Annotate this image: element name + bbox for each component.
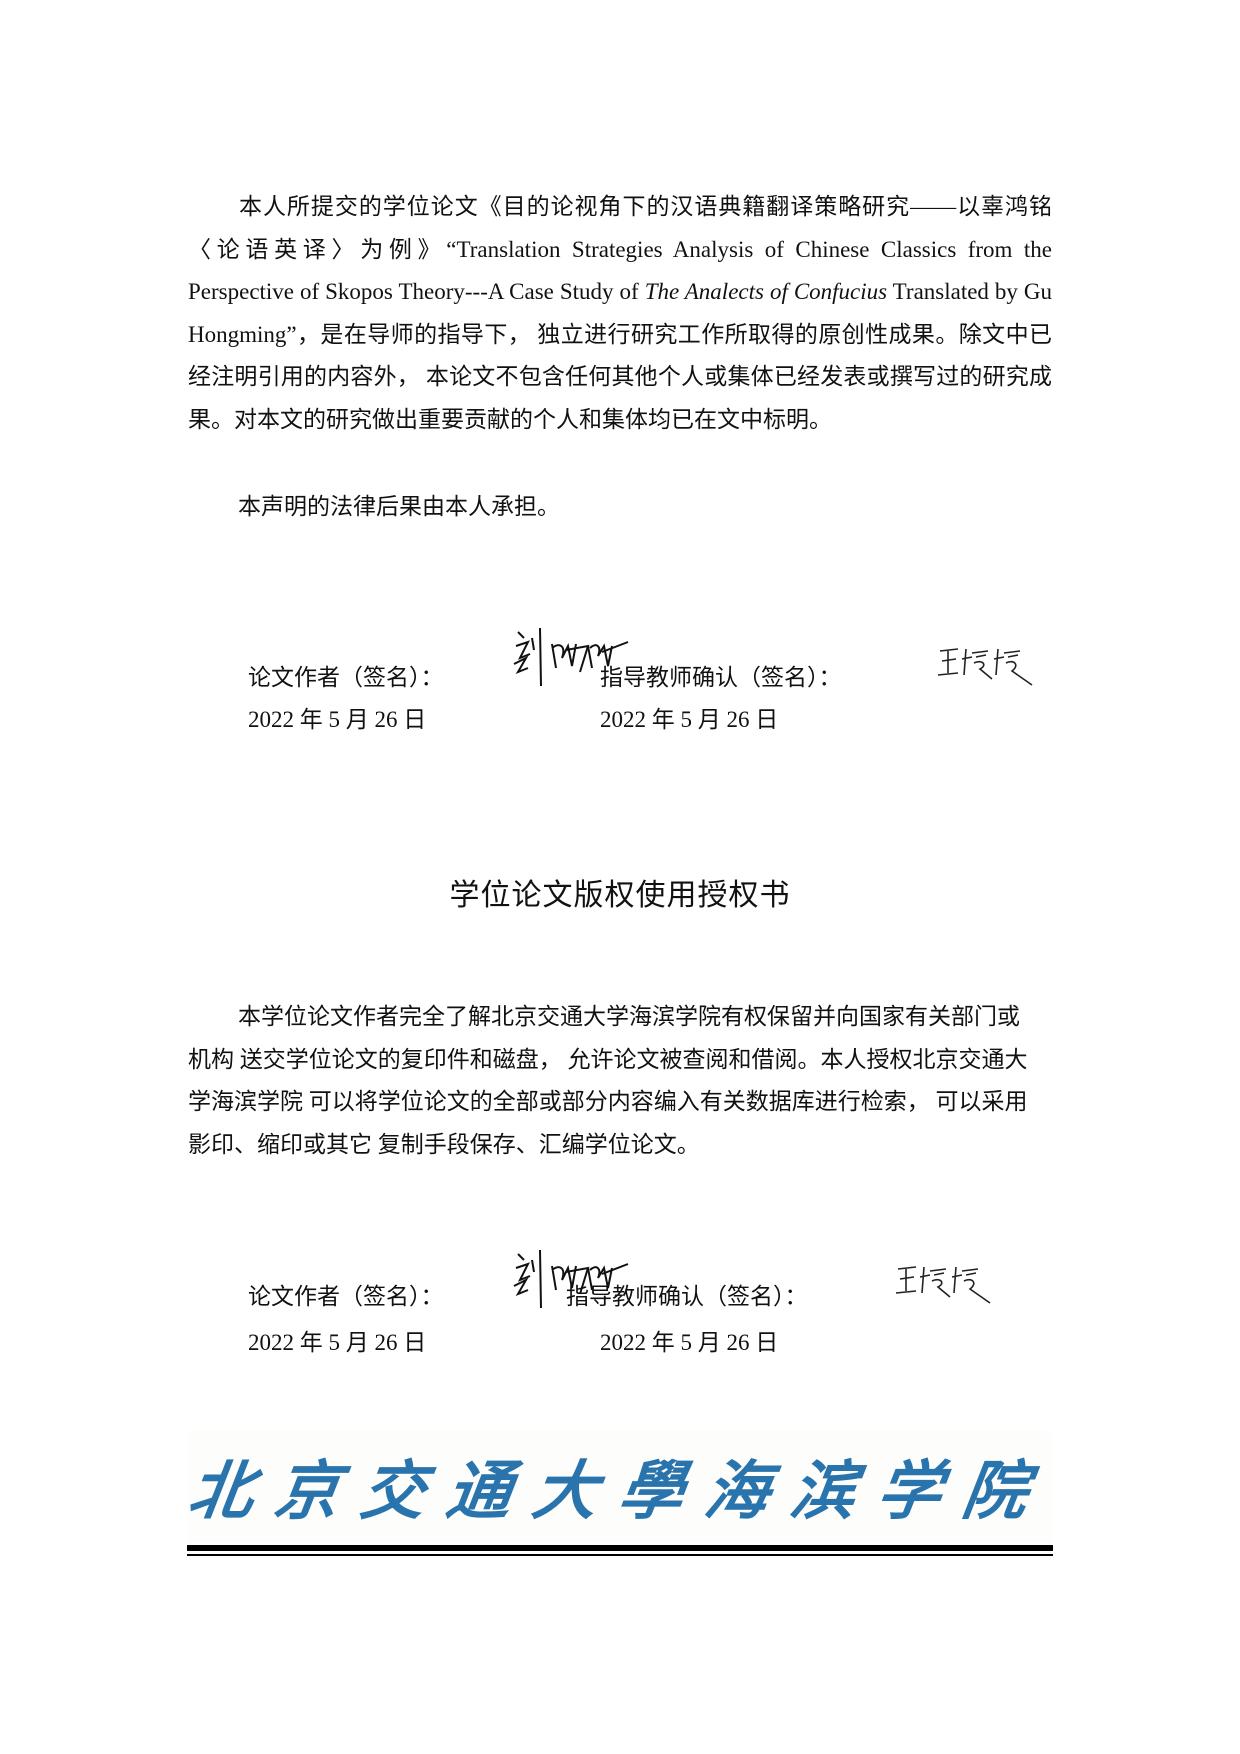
- advisor-signature-icon: [895, 1266, 991, 1304]
- advisor-signature-date: 2022 年 5 月 26 日: [600, 1330, 779, 1355]
- footer-thin-rule: [187, 1554, 1053, 1556]
- university-calligraphy-logo: 北京交通大學海滨学院: [183, 1454, 1055, 1529]
- declaration-italic-title: The Analects of Confucius: [644, 279, 888, 304]
- declaration-signature-block: 论文作者（签名）： 指导教师确认（签名）： 2022 年 5 月 26 日 20…: [0, 0, 1240, 760]
- university-logo-banner: 北京交通大學海滨学院: [184, 1430, 1054, 1542]
- authorization-signature-block: 论文作者（签名）： 指导教师确认（签名）： 2022 年 5 月 26 日 20…: [248, 1249, 991, 1355]
- advisor-signature-label: 指导教师确认（签名）：: [600, 665, 842, 690]
- author-signature-icon: [513, 627, 629, 687]
- authorization-text: 本学位论文作者完全了解北京交通大学海滨学院有权保留并向国家有关部门或机构 送交学…: [188, 1004, 1028, 1157]
- advisor-signature-label: 指导教师确认（签名）：: [566, 1284, 808, 1309]
- legal-consequence-paragraph: 本声明的法律后果由本人承担。: [188, 486, 1052, 529]
- declaration-text-part1: 本人所提交的学位论文《目的论视角下的汉语典籍翻译策略研究——以辜鸿铭〈论语英译〉…: [188, 194, 1052, 304]
- author-signature-icon: [513, 1249, 629, 1309]
- declaration-paragraph: 本人所提交的学位论文《目的论视角下的汉语典籍翻译策略研究——以辜鸿铭〈论语英译〉…: [188, 186, 1052, 441]
- footer-thick-rule: [187, 1545, 1053, 1551]
- author-signature-label: 论文作者（签名）：: [248, 665, 444, 690]
- advisor-signature-date: 2022 年 5 月 26 日: [600, 707, 779, 732]
- author-signature-label: 论文作者（签名）：: [248, 1284, 444, 1309]
- advisor-signature-icon: [937, 648, 1033, 686]
- author-signature-date: 2022 年 5 月 26 日: [248, 707, 427, 732]
- declaration-text-part2: Translated by Gu Hongming”，是在导师的指导下， 独立进…: [188, 279, 1052, 432]
- authorization-title: 学位论文版权使用授权书: [449, 878, 791, 913]
- author-signature-date: 2022 年 5 月 26 日: [248, 1330, 427, 1355]
- authorization-paragraph: 本学位论文作者完全了解北京交通大学海滨学院有权保留并向国家有关部门或机构 送交学…: [188, 996, 1038, 1166]
- legal-consequence-text: 本声明的法律后果由本人承担。: [238, 494, 560, 519]
